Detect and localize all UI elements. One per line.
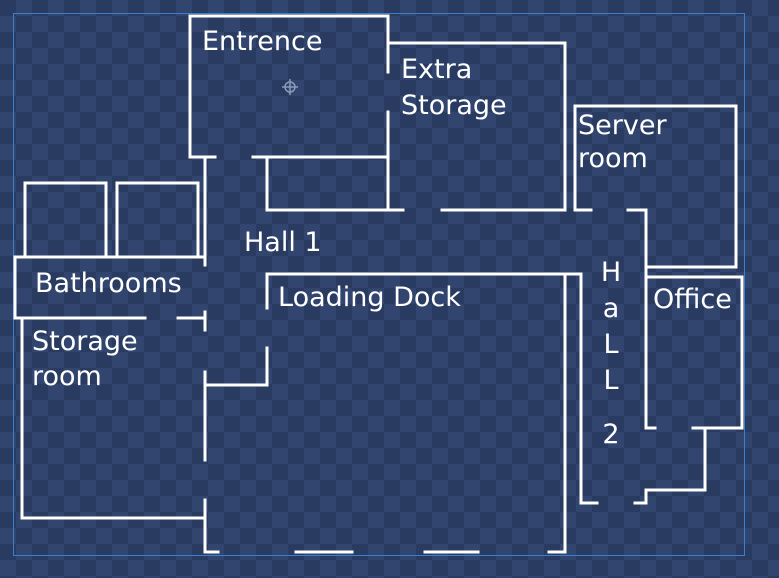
label-storage-room-line2: room: [32, 361, 102, 392]
hall-2-gap: [598, 399, 624, 417]
hall-2-char: L: [603, 329, 619, 360]
wall-extra-storage: [386, 41, 567, 212]
crosshair-pivot-icon: [282, 79, 298, 95]
label-extra-storage-line2: Storage: [401, 90, 507, 121]
label-server-room-line2: room: [578, 143, 648, 174]
wall-server-room: [573, 104, 738, 269]
wall-hall-top-closet: [265, 155, 405, 212]
hall-2-char: a: [602, 293, 620, 324]
label-bathrooms: Bathrooms: [35, 268, 182, 299]
wall-hall2-right: [626, 208, 657, 430]
wall-server-room-left: [573, 104, 593, 212]
walls: [13, 14, 744, 554]
wall-bathrooms-left: [13, 255, 147, 320]
hall-2-char: 2: [602, 419, 620, 450]
wall-bathroom-stall-1: [23, 181, 108, 259]
label-hall-2: H a L L 2: [598, 255, 624, 453]
label-entrence: Entrence: [202, 26, 323, 57]
wall-office: [644, 275, 744, 430]
wall-loading-dock-left: [203, 346, 269, 387]
wall-storage-room: [20, 316, 207, 520]
label-hall-1: Hall 1: [244, 227, 322, 258]
wall-loading-dock-right: [547, 272, 567, 554]
label-storage-room-line1: Storage: [32, 326, 138, 357]
label-extra-storage-line1: Extra: [401, 54, 473, 85]
hall-2-char: L: [603, 365, 619, 396]
wall-loading-dock-top: [265, 272, 599, 505]
hall-2-char: H: [600, 257, 622, 288]
label-loading-dock: Loading Dock: [278, 282, 461, 313]
wall-office-lower: [644, 426, 707, 505]
wall-entrance-left: [188, 14, 217, 159]
wall-bathroom-stall-2: [115, 181, 200, 259]
label-office: Office: [653, 284, 732, 315]
label-server-room-line1: Server: [578, 110, 667, 141]
wall-hall1-left-bottom: [203, 498, 220, 554]
